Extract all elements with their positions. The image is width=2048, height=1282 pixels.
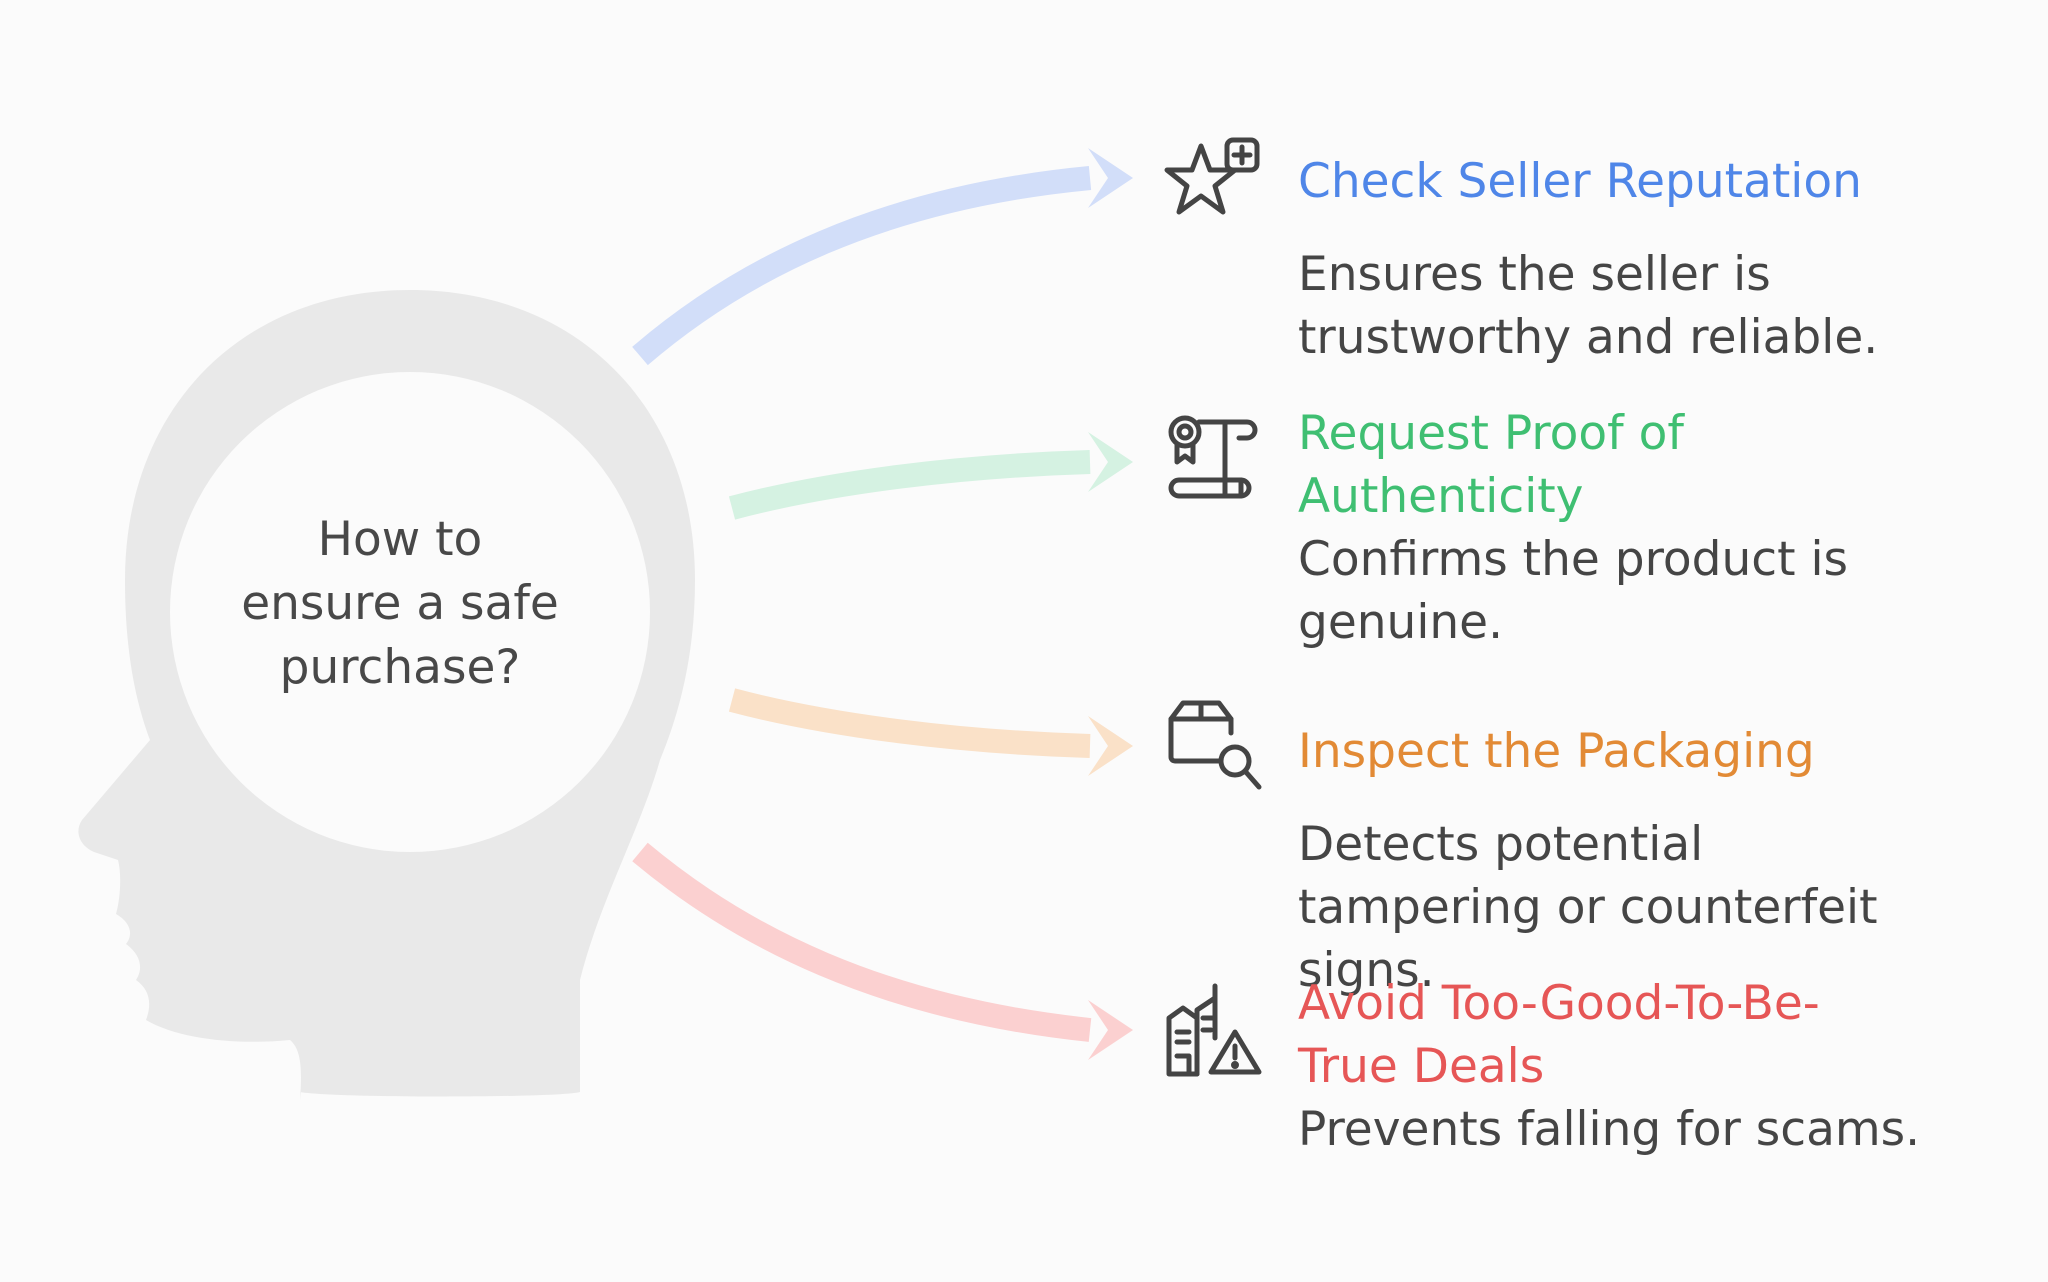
- head-inner-circle: [170, 372, 650, 852]
- central-question: How to ensure a safe purchase?: [170, 508, 630, 700]
- desc-line: tampering or counterfeit: [1298, 880, 1878, 935]
- arrow-2: [728, 432, 1133, 520]
- branch-4-title: Avoid Too-Good-To-Be- True Deals: [1298, 972, 1820, 1098]
- desc-line: signs.: [1298, 943, 1435, 998]
- title-line: Request Proof of: [1298, 406, 1684, 461]
- central-question-line: purchase?: [279, 640, 521, 695]
- desc-line: Ensures the seller is: [1298, 247, 1771, 302]
- central-question-line: How to: [317, 512, 483, 567]
- branch-2-description: Confirms the product is genuine.: [1298, 528, 1848, 654]
- package-search-icon: [1168, 700, 1262, 790]
- title-line: True Deals: [1298, 1039, 1545, 1094]
- desc-line: Confirms the product is: [1298, 532, 1849, 587]
- branch-3-description: Detects potential tampering or counterfe…: [1298, 813, 1878, 1002]
- branch-4-description: Prevents falling for scams.: [1298, 1098, 1920, 1161]
- arrow-3: [728, 688, 1133, 776]
- arrow-1: [632, 148, 1133, 366]
- branch-2-title: Request Proof of Authenticity: [1298, 402, 1684, 528]
- central-question-line: ensure a safe: [241, 576, 559, 631]
- branch-1-description: Ensures the seller is trustworthy and re…: [1298, 243, 1878, 369]
- title-line: Avoid Too-Good-To-Be-: [1298, 976, 1820, 1031]
- title-line: Check Seller Reputation: [1298, 154, 1862, 209]
- star-plus-icon: [1164, 137, 1260, 215]
- branch-1-title: Check Seller Reputation: [1298, 150, 1862, 213]
- desc-line: Detects potential: [1298, 817, 1704, 872]
- title-line: Authenticity: [1298, 469, 1584, 524]
- desc-line: genuine.: [1298, 595, 1504, 650]
- certificate-scroll-icon: [1168, 415, 1258, 499]
- title-line: Inspect the Packaging: [1298, 724, 1815, 779]
- arrow-4: [632, 842, 1133, 1060]
- branch-3-title: Inspect the Packaging: [1298, 720, 1815, 783]
- shop-warning-icon: [1166, 983, 1262, 1077]
- desc-line: trustworthy and reliable.: [1298, 310, 1879, 365]
- desc-line: Prevents falling for scams.: [1298, 1102, 1921, 1157]
